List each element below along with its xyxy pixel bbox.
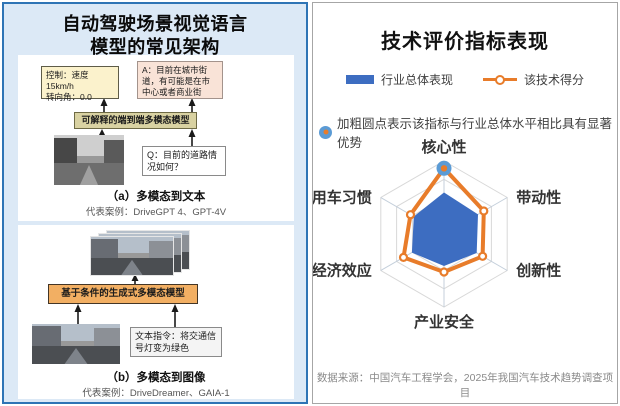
legend-marker-icon (495, 74, 505, 85)
bold-dot-icon (319, 125, 332, 139)
diagram-b-examples: 代表案例：DriveDreamer、GAIA-1 (82, 388, 230, 399)
generated-image-front (90, 236, 174, 276)
photo-building-right (149, 240, 173, 263)
right-panel-radar-card: 技术评价指标表现 行业总体表现 该技术得分 加粗圆点表示该指标与行业总体水平相比… (312, 2, 618, 404)
left-title-line2: 模型的常见架构 (90, 37, 220, 57)
diagram-a-multimodal-to-text: 控制：速度15km/h 转向角：0.0 A：目前在城市街道，有可能是在市中心或者… (18, 55, 294, 221)
legend-tech-label: 该技术得分 (524, 73, 585, 87)
chart-legend: 行业总体表现 该技术得分 (313, 71, 617, 88)
svg-text:创新性: 创新性 (515, 262, 561, 280)
diagram-a-caption: （a）多模态到文本 (106, 191, 206, 203)
note-text: 加粗圆点表示该指标与行业总体水平相比具有显著优势 (337, 117, 613, 150)
legend-bar-swatch (345, 75, 374, 84)
svg-text:用车习惯: 用车习惯 (313, 189, 372, 207)
svg-text:带动性: 带动性 (516, 189, 561, 207)
legend-item-tech: 该技术得分 (483, 71, 584, 88)
svg-text:产业安全: 产业安全 (414, 313, 475, 331)
diagram-a-examples: 代表案例：DriveGPT 4、GPT-4V (85, 207, 227, 218)
left-panel-vlm-architecture: 自动驾驶场景视觉语言 模型的常见架构 控制：速度15km/h 转向角：0.0 A… (2, 2, 308, 404)
left-panel-title: 自动驾驶场景视觉语言 模型的常见架构 (4, 13, 306, 59)
control-output-box: 控制：速度15km/h 转向角：0.0 (41, 66, 119, 102)
diagram-b-multimodal-to-image: 基于条件的生成式多模态模型 文本指令：将交通信号灯变为绿色 （b）多模态到图像 … (18, 225, 294, 399)
question-box: Q：目前的道路情况如何？ (142, 146, 226, 176)
photo-building-left (54, 138, 78, 168)
left-title-line1: 自动驾驶场景视觉语言 (62, 14, 248, 34)
conditional-generative-model-box: 基于条件的生成式多模态模型 (48, 284, 198, 304)
svg-text:经济效应: 经济效应 (313, 262, 372, 280)
photo-building-right (103, 140, 124, 168)
legend-line-swatch (483, 74, 517, 85)
photo-building-left (91, 239, 119, 263)
street-photo-color (32, 324, 120, 364)
street-photo-grayscale (54, 135, 124, 185)
photo-building-right (94, 328, 120, 351)
data-source: 数据来源：中国汽车工程学会，2025年我国汽车技术趋势调查项目 (316, 372, 614, 399)
radar-title: 技术评价指标表现 (381, 31, 549, 53)
text-instruction-box: 文本指令：将交通信号灯变为绿色 (130, 327, 222, 357)
interpretable-e2e-model-box: 可解释的端到端多模态模型 (74, 112, 197, 129)
legend-industry-label: 行业总体表现 (380, 73, 453, 87)
legend-item-industry: 行业总体表现 (345, 71, 453, 88)
bold-dot-note: 加粗圆点表示该指标与行业总体水平相比具有显著优势 (319, 113, 617, 151)
diagram-b-caption: （b）多模态到图像 (106, 372, 206, 384)
answer-box: A：目前在城市街道，有可能是在市中心或者商业街 (137, 61, 223, 99)
photo-building-left (32, 326, 62, 351)
svg-text:核心性: 核心性 (421, 138, 466, 156)
